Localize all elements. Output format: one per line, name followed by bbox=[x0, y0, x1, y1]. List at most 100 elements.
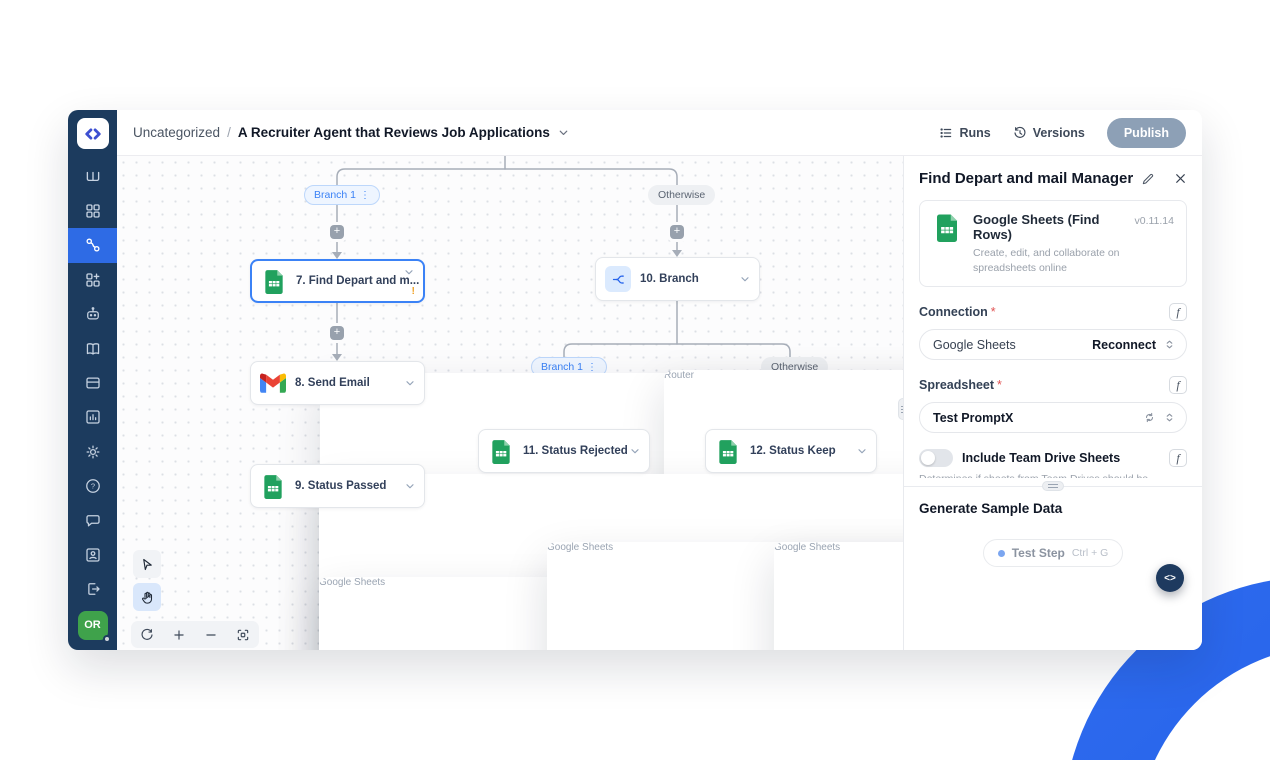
add-step-button[interactable]: + bbox=[330, 225, 344, 239]
contact-card-icon bbox=[85, 548, 100, 562]
code-widget-button[interactable]: <> bbox=[1156, 564, 1184, 592]
branch-menu-icon[interactable]: ⋮ bbox=[587, 361, 598, 373]
workspace-icon bbox=[86, 171, 99, 181]
sidebar-item-dashboard[interactable] bbox=[68, 194, 117, 228]
plus-icon bbox=[174, 629, 184, 640]
sidebar-item-docs[interactable] bbox=[68, 331, 117, 365]
piece-name: Google Sheets (Find Rows) bbox=[973, 212, 1100, 242]
avatar[interactable]: OR bbox=[77, 610, 111, 643]
connection-select[interactable]: Google Sheets Reconnect bbox=[919, 329, 1187, 361]
chevron-down-icon[interactable] bbox=[403, 266, 415, 278]
google-sheets-icon bbox=[719, 440, 737, 464]
spreadsheet-label: Spreadsheet bbox=[919, 378, 995, 393]
google-sheets-icon bbox=[492, 440, 510, 464]
minus-icon bbox=[206, 633, 216, 636]
sidebar-item-contacts[interactable] bbox=[68, 538, 117, 572]
reset-view-button[interactable] bbox=[140, 628, 154, 642]
help-icon: ? bbox=[85, 479, 100, 494]
runs-button[interactable]: Runs bbox=[939, 126, 991, 140]
sidebar-item-flows[interactable] bbox=[68, 228, 117, 263]
breadcrumb-category[interactable]: Uncategorized bbox=[133, 125, 221, 140]
code-icon: <> bbox=[1164, 572, 1176, 584]
chevron-down-icon[interactable] bbox=[557, 126, 570, 139]
zoom-out-button[interactable] bbox=[204, 628, 218, 642]
gmail-icon bbox=[260, 373, 286, 393]
fit-view-button[interactable] bbox=[236, 628, 250, 642]
google-sheets-icon bbox=[937, 214, 957, 242]
chevron-down-icon[interactable] bbox=[404, 377, 416, 389]
reconnect-button[interactable]: Reconnect bbox=[1092, 337, 1156, 352]
piece-info-card: Google Sheets (Find Rows) v0.11.14 Creat… bbox=[919, 200, 1187, 288]
pencil-icon bbox=[1143, 173, 1154, 184]
sidebar-item-workspace[interactable] bbox=[68, 159, 117, 193]
svg-text:?: ? bbox=[90, 482, 94, 491]
flow-name[interactable]: A Recruiter Agent that Reviews Job Appli… bbox=[237, 125, 550, 140]
flow-canvas[interactable]: Branch 1 ⋮ Otherwise Branch 1 ⋮ Otherwis… bbox=[117, 156, 903, 650]
add-step-button[interactable]: + bbox=[330, 326, 344, 340]
panel-resize-handle[interactable] bbox=[898, 398, 903, 420]
pan-tool-button[interactable] bbox=[133, 583, 161, 611]
select-tool-button[interactable] bbox=[133, 550, 161, 578]
sidebar-item-help[interactable]: ? bbox=[68, 469, 117, 503]
node-send-email[interactable]: 8. Send EmailGmail bbox=[250, 361, 903, 650]
chevron-down-icon[interactable] bbox=[404, 480, 416, 492]
branch-label-pill[interactable]: Branch 1 ⋮ bbox=[304, 185, 381, 205]
team-drive-toggle[interactable] bbox=[919, 449, 953, 468]
spreadsheet-select[interactable]: Test PromptX bbox=[919, 402, 1187, 434]
chevron-down-icon[interactable] bbox=[856, 445, 868, 457]
branch-label-pill-2[interactable]: Branch 1 ⋮ bbox=[531, 357, 608, 377]
sidebar-item-logout[interactable] bbox=[68, 572, 117, 606]
canvas-zoom-bar bbox=[131, 621, 259, 648]
node-title: 10. Branch bbox=[640, 273, 699, 285]
table-icon bbox=[85, 377, 100, 389]
select-chevrons-icon bbox=[1166, 414, 1173, 422]
workzone: Branch 1 ⋮ Otherwise Branch 1 ⋮ Otherwis… bbox=[117, 156, 1202, 650]
sidebar-item-settings[interactable] bbox=[68, 435, 117, 469]
publish-button[interactable]: Publish bbox=[1106, 117, 1186, 148]
team-drive-helper-clipped: Determines if sheets from Team Drives sh… bbox=[919, 473, 1187, 478]
chevron-down-icon[interactable] bbox=[629, 445, 641, 457]
sidebar-item-bot[interactable] bbox=[68, 297, 117, 331]
flows-icon bbox=[85, 238, 100, 252]
app-window: ? OR Uncategorized / A Recruiter Agent t… bbox=[68, 110, 1202, 650]
step-settings-panel: Find Depart and mail Manager Google Shee… bbox=[903, 156, 1202, 650]
sidebar-item-pieces[interactable] bbox=[68, 263, 117, 297]
zoom-in-button[interactable] bbox=[172, 628, 186, 642]
rename-step-button[interactable] bbox=[1141, 172, 1155, 186]
runs-list-icon bbox=[940, 127, 952, 138]
google-sheets-icon bbox=[265, 270, 283, 294]
avatar-initials: OR bbox=[84, 619, 101, 632]
sidebar-item-analytics[interactable] bbox=[68, 400, 117, 434]
dynamic-value-toggle[interactable]: f bbox=[1169, 303, 1187, 322]
chevron-down-icon[interactable] bbox=[739, 273, 751, 285]
sidebar-item-feedback[interactable] bbox=[68, 503, 117, 537]
versions-button[interactable]: Versions bbox=[1013, 126, 1085, 140]
node-find-depart[interactable]: 7. Find Depart and m...Google Sheets ! bbox=[250, 259, 903, 650]
reset-view-icon bbox=[141, 628, 153, 640]
sample-section-divider bbox=[904, 481, 1202, 492]
test-step-dot-icon bbox=[997, 549, 1005, 557]
warning-icon: ! bbox=[411, 284, 416, 297]
branch-menu-icon[interactable]: ⋮ bbox=[360, 189, 371, 201]
test-step-button[interactable]: Test Step Ctrl + G bbox=[982, 539, 1124, 568]
close-panel-button[interactable] bbox=[1174, 172, 1187, 185]
dynamic-value-toggle[interactable]: f bbox=[1169, 449, 1187, 468]
spreadsheet-value: Test PromptX bbox=[933, 410, 1014, 425]
refresh-icon[interactable] bbox=[1143, 411, 1156, 424]
chat-bubble-icon bbox=[85, 514, 100, 526]
add-step-button[interactable]: + bbox=[670, 225, 684, 239]
dynamic-value-toggle[interactable]: f bbox=[1169, 376, 1187, 395]
sidebar-item-tables[interactable] bbox=[68, 366, 117, 400]
app-logo[interactable] bbox=[76, 118, 109, 150]
panel-header: Find Depart and mail Manager bbox=[919, 170, 1187, 187]
logout-icon bbox=[87, 583, 100, 596]
step-title: Find Depart and mail Manager bbox=[919, 170, 1134, 187]
node-title: 11. Status Rejected bbox=[523, 445, 628, 457]
sample-resize-handle[interactable] bbox=[1042, 481, 1064, 492]
router-icon bbox=[605, 266, 631, 292]
